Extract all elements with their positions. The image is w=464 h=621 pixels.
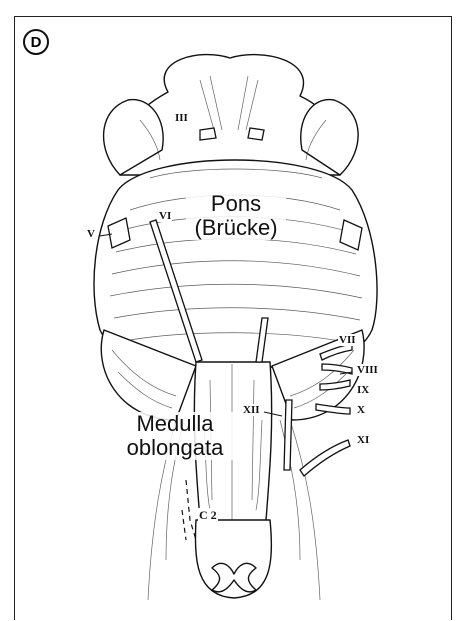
medulla-label: Medulla oblongata: [116, 412, 234, 460]
nerve-label-ix: IX: [356, 384, 370, 396]
nerve-xi: [300, 440, 350, 476]
nerve-iii-right-stub: [248, 128, 264, 140]
nerve-label-xi: XI: [356, 434, 370, 446]
nerve-label-iii: III: [174, 112, 189, 124]
spinal-cord-section: [195, 520, 271, 598]
c2-dashed-outline: [186, 480, 196, 540]
nerve-iii-stub: [200, 128, 216, 140]
medulla-label-line2: oblongata: [116, 436, 234, 460]
c2-label: C 2: [198, 508, 218, 523]
nerve-xii: [284, 400, 292, 470]
pons-label-line1: Pons: [186, 192, 286, 216]
nerve-label-xii: XII: [242, 404, 261, 416]
panel-badge: D: [23, 29, 49, 55]
pons-label-line2: (Brücke): [186, 216, 286, 240]
nerve-label-viii: VIII: [356, 364, 379, 376]
nerve-label-vi: VI: [158, 210, 172, 222]
panel-letter: D: [31, 34, 42, 51]
nerve-label-v: V: [86, 228, 96, 240]
nerve-label-x: X: [356, 404, 366, 416]
nerve-label-vii: VII: [338, 334, 357, 346]
medulla-label-line1: Medulla: [116, 412, 234, 436]
pons-label: Pons (Brücke): [186, 192, 286, 240]
